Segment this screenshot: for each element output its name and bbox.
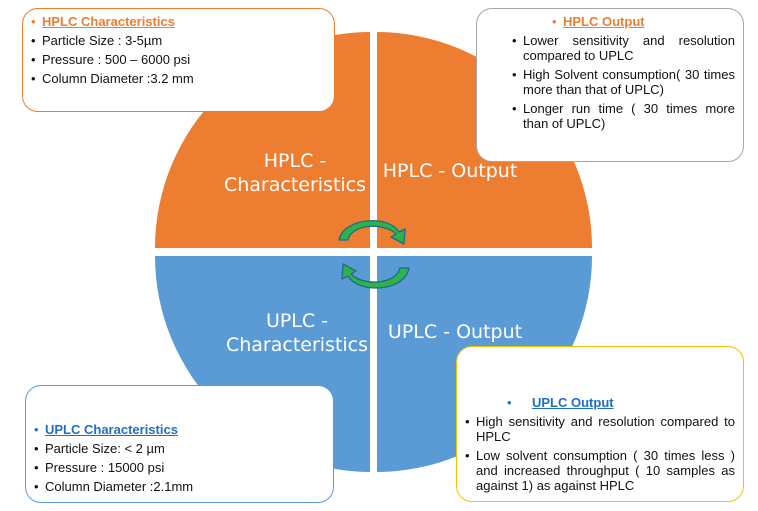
label-uplc-output: UPLC - Output [388,321,522,343]
cycle-arrow-top [338,220,406,245]
label-uplc-characteristics-line2: Characteristics [226,334,368,356]
hplc-characteristics-heading: HPLC Characteristics [42,14,175,29]
hplc-characteristics-box: HPLC Characteristics Particle Size : 3-5… [22,8,335,112]
cycle-arrow-bottom [341,263,410,289]
hplc-characteristics-heading-item: HPLC Characteristics [31,14,326,29]
list-item: Particle Size: < 2 µm [34,441,325,456]
hplc-output-heading-item: HPLC Output [552,14,735,29]
uplc-output-heading-item: UPLC Output [497,395,735,410]
hplc-output-heading: HPLC Output [563,14,645,29]
list-item: Lower sensitivity and resolution compare… [512,33,735,63]
label-hplc-characteristics-line2: Characteristics [224,174,366,196]
uplc-output-box: UPLC Output High sensitivity and resolut… [456,346,744,502]
list-item: Pressure : 15000 psi [34,460,325,475]
label-hplc-output: HPLC - Output [383,160,518,182]
list-item: Column Diameter :3.2 mm [31,71,326,86]
list-item: Column Diameter :2.1mm [34,479,325,494]
hplc-output-box: HPLC Output Lower sensitivity and resolu… [476,8,744,162]
list-item: High sensitivity and resolution compared… [465,414,735,444]
uplc-characteristics-heading-item: UPLC Characteristics [34,422,325,437]
label-hplc-characteristics-line1: HPLC - [264,150,327,172]
uplc-characteristics-heading: UPLC Characteristics [45,422,178,437]
list-item: High Solvent consumption( 30 times more … [512,67,735,97]
list-item: Longer run time ( 30 times more than of … [512,101,735,131]
uplc-characteristics-box: UPLC Characteristics Particle Size: < 2 … [25,385,334,503]
label-uplc-characteristics-line1: UPLC - [266,310,328,332]
uplc-output-heading: UPLC Output [532,395,614,410]
list-item: Particle Size : 3-5µm [31,33,326,48]
list-item: Low solvent consumption ( 30 times less … [465,448,735,493]
list-item: Pressure : 500 – 6000 psi [31,52,326,67]
